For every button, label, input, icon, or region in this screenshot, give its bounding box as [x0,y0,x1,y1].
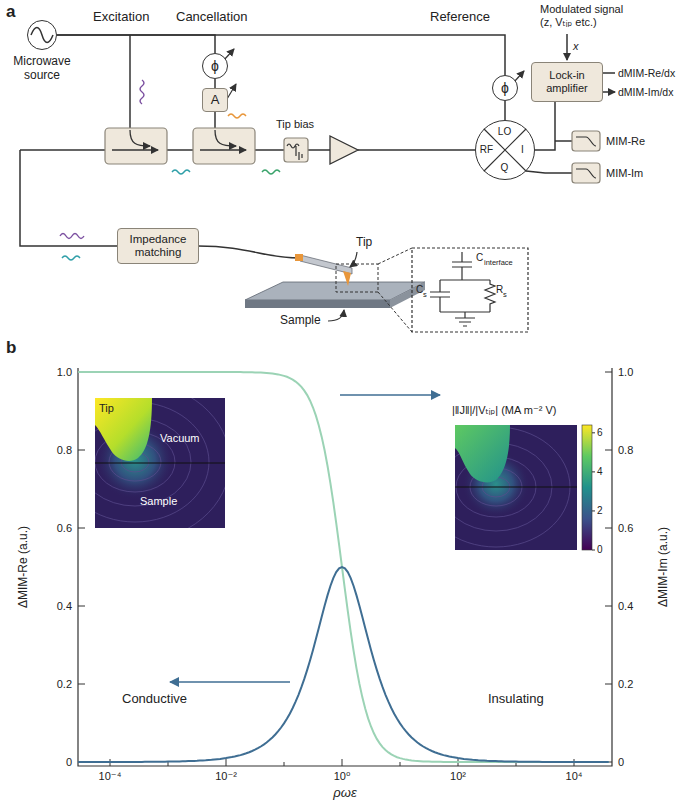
re-curve [78,567,609,762]
tick-label: 10² [450,770,466,783]
axis-title: ρωε [333,786,356,801]
colorbar-tick: 6 [597,427,603,439]
tick-label: 0.8 [57,444,72,457]
colorbar [582,425,592,550]
direction-arrow [340,394,440,396]
component-symbol: C [416,284,423,296]
tick-label: 10⁴ [566,770,583,783]
tick-label: 1.0 [618,366,633,379]
panel-letter: a [6,2,15,22]
regime-label: Insulating [488,692,544,707]
tick-label: 0 [618,756,624,769]
axis-title: ΔMIM-Re (a.u.) [17,526,31,608]
output-name: dMIM-Re/dx [618,67,675,79]
colorbar-tick: 4 [597,466,603,478]
wire [214,79,216,88]
tick-label: 0.4 [57,600,72,613]
node-label: Microwave source [7,55,77,83]
port-label: LO [498,126,511,138]
box-label: A [211,93,220,108]
equivalent-circuit [412,248,528,332]
subscript: s [423,291,427,300]
component-symbol: C [476,252,483,264]
tip-and-sample [245,248,425,332]
colorbar-tick: 0 [597,544,603,556]
tick-label: 0.2 [57,678,72,691]
tip-bias-tee [284,138,308,162]
region-label: Vacuum [160,432,200,445]
section-title: Cancellation [176,10,248,25]
phase-shifter: ϕ [202,53,228,79]
plot-axes [78,368,612,766]
matching-box: Impedance matching [117,228,199,264]
tick-label: 0.2 [618,678,633,691]
tick-label: 1.0 [57,366,72,379]
output-name: MIM-Re [606,135,645,148]
section-title: Reference [430,10,490,25]
colorbar-tick: 2 [597,505,603,517]
region-label: Tip [99,402,114,415]
tick-label: 0.6 [618,522,633,535]
lock-in-box: Lock-in amplifier [531,62,603,102]
section-title: Excitation [93,10,149,25]
source-sine [31,28,53,43]
mixer-circle: LO RF IQ [475,120,535,180]
directional-couplers [105,128,255,164]
wire [504,101,506,120]
tick-label: 0.4 [618,600,633,613]
box-label: Lock-in amplifier [535,69,599,94]
port-label: RF [480,144,493,156]
part-name: Sample [280,314,321,328]
tick-label: 10⁻⁴ [99,770,122,783]
field-map-insulating [455,425,577,550]
wire [57,35,215,53]
tick-mark [78,372,612,766]
output-name: MIM-Im [606,167,643,180]
signal-note: Modulated signal (z, Vₜᵢₚ etc.) [540,3,635,28]
phase-symbol: ϕ [211,58,219,74]
axis-ticks [78,372,612,766]
tick-label: 10⁰ [334,770,351,783]
tick-label: 10⁻² [215,770,237,783]
component-name: Tip bias [276,118,314,131]
port-label: Q [501,162,509,174]
colorbar-tick-mark [592,433,595,550]
panel-letter: b [6,338,16,358]
wire [535,102,555,150]
colorbar-title: |‖J‖|/|Vₜᵢₚ| (MA m⁻² V) [452,404,556,417]
subscript: interface [484,259,513,268]
direction-arrow [170,681,290,683]
output-name: dMIM-Im/dx [618,86,673,98]
regime-label: Conductive [122,692,187,707]
axis-title: ΔMIM-Im (a.u.) [657,527,671,607]
part-name: Tip [356,236,372,250]
attenuator-box: A [202,88,228,112]
phase-shifter: ϕ [492,75,518,101]
component-symbol: R [496,284,503,296]
variable-name: x [573,40,579,53]
box-label: Impedance matching [121,233,195,259]
wires [20,34,615,258]
field-map-conductive [95,398,225,528]
amplifier [330,136,358,164]
tick-label: 0.6 [57,522,72,535]
low-pass-filters [572,131,600,183]
im-curve [78,372,609,762]
port-label: I [521,144,524,156]
source-circle: Microwave source [27,20,57,50]
phase-symbol: ϕ [501,80,509,96]
tick-label: 0.8 [618,444,633,457]
tick-label: 0 [66,756,72,769]
wire [57,35,505,75]
subscript: s [503,291,507,300]
signal-waves [60,80,280,260]
tuning-arrows [224,49,524,104]
region-label: Sample [140,495,177,508]
